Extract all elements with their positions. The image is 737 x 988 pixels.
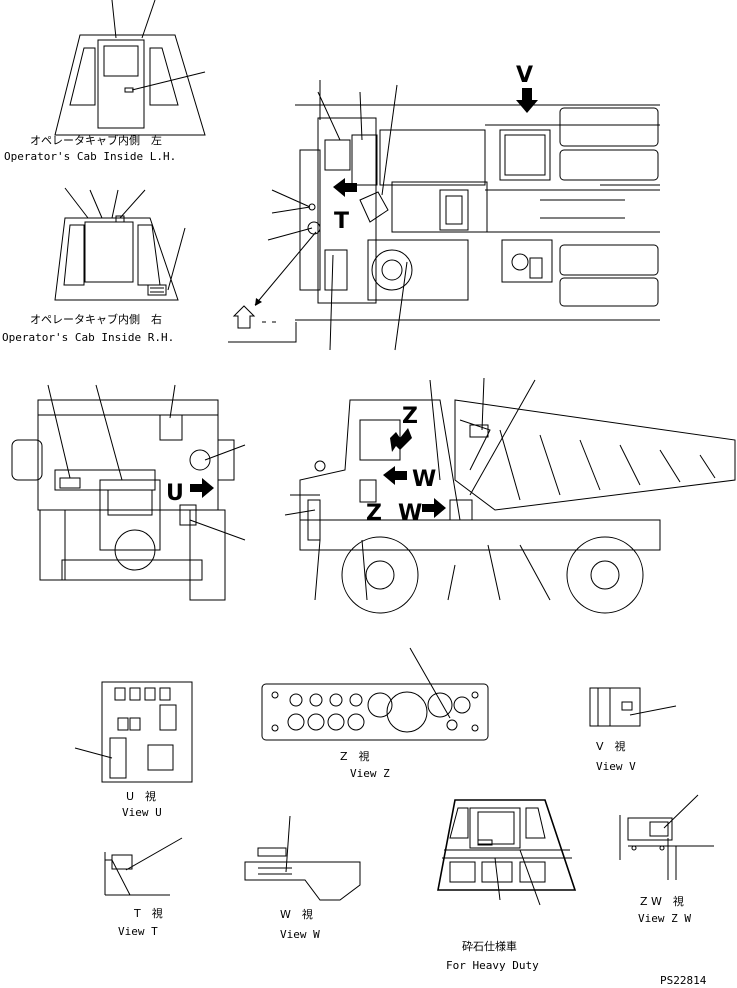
- view-z-label-jp: Z 視: [340, 749, 370, 763]
- view-zw-label-jp: Z W 視: [640, 894, 684, 908]
- heavy-duty-label-en: For Heavy Duty: [446, 959, 539, 972]
- arrow-v: [516, 88, 538, 113]
- rear-view-truck: [11, 384, 246, 601]
- arrow-zw: [422, 498, 446, 518]
- view-w-label-en: View W: [280, 928, 320, 941]
- arrow-z-upper: [390, 428, 412, 452]
- cab-lh-label-en: Operator's Cab Inside L.H.: [4, 150, 176, 163]
- marker-z-lower: Z: [366, 501, 382, 526]
- cab-lh-label-jp: オペレータキャブ内側 左: [30, 133, 162, 147]
- view-zw-label-en: View Z W: [638, 912, 691, 925]
- arrow-t: [333, 178, 357, 197]
- view-u-label-en: View U: [122, 806, 162, 819]
- view-v-label-en: View V: [596, 760, 636, 773]
- view-w-label-jp: W 視: [280, 907, 313, 921]
- marker-v: V: [516, 63, 533, 88]
- marker-w-lower: W: [398, 501, 422, 526]
- marker-w-upper: W: [412, 467, 436, 492]
- marker-t: T: [334, 209, 349, 234]
- view-z-label-en: View Z: [350, 767, 390, 780]
- side-view-truck: [284, 377, 736, 614]
- view-t-label-en: View T: [118, 925, 158, 938]
- view-u-drawing: [74, 681, 193, 783]
- view-w-drawing: [244, 815, 361, 901]
- arrow-w-upper: [383, 466, 407, 485]
- top-view-truck: [254, 80, 660, 351]
- small-arrow-detail: [232, 305, 276, 329]
- view-z-drawing: [261, 647, 489, 741]
- arrow-u: [190, 478, 214, 498]
- cab-rh-drawing: [54, 187, 186, 301]
- cab-rh-label-en: Operator's Cab Inside R.H.: [2, 331, 174, 344]
- heavy-duty-label-jp: 砕石仕様車: [462, 939, 517, 953]
- marker-u: U: [166, 481, 184, 506]
- heavy-duty-drawing: [437, 799, 577, 906]
- part-code: PS22814: [660, 974, 707, 987]
- cab-lh-drawing: [54, 0, 206, 136]
- view-zw-drawing: [619, 794, 714, 880]
- view-t-label-jp: T 視: [133, 906, 163, 920]
- view-v-label-jp: V 視: [596, 739, 626, 753]
- view-v-drawing: [589, 687, 677, 727]
- view-t-drawing: [104, 837, 183, 896]
- cab-rh-label-jp: オペレータキャブ内側 右: [30, 312, 162, 326]
- view-u-label-jp: U 視: [126, 789, 156, 803]
- marker-z-upper: Z: [402, 404, 418, 429]
